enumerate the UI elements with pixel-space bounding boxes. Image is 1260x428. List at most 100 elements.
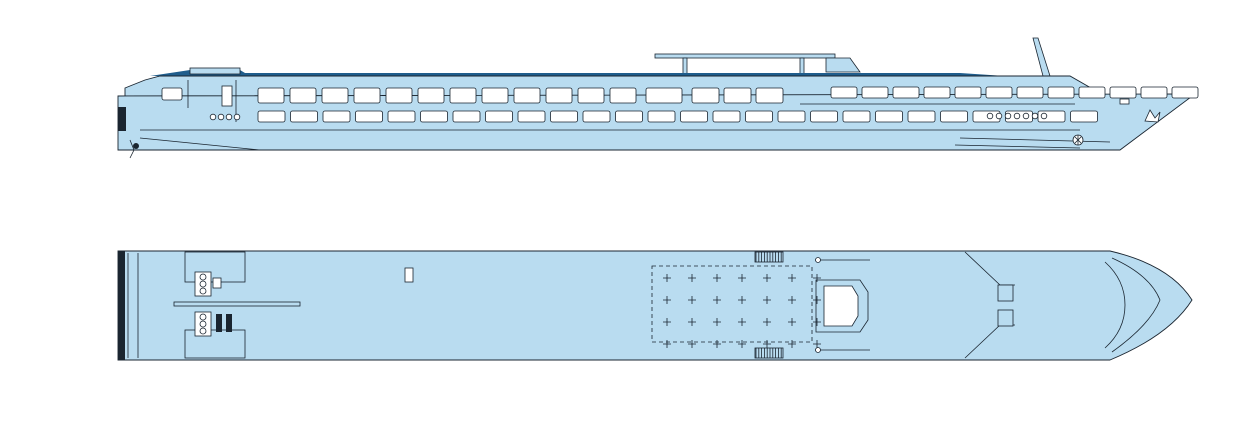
lower-deck-windows <box>257 110 1098 123</box>
upper-window <box>1140 86 1168 99</box>
lower-window <box>810 110 838 123</box>
upper-window <box>577 87 605 104</box>
lower-window <box>517 110 546 123</box>
grid-outline <box>651 265 813 343</box>
deck-chair <box>788 274 796 282</box>
upper-window <box>257 87 285 104</box>
plan-circle <box>199 313 207 321</box>
mast <box>1032 37 1051 77</box>
lower-window <box>615 110 643 123</box>
lower-window <box>550 110 578 123</box>
plan-dark-block <box>216 314 222 332</box>
lower-window <box>745 110 773 123</box>
plan-bow-inner <box>1111 257 1161 353</box>
deck-chair <box>763 340 771 348</box>
deck-chair <box>688 340 696 348</box>
stern-fender <box>118 107 126 131</box>
upper-window <box>830 86 858 99</box>
plan-stern-fender <box>118 251 125 360</box>
bow-box <box>997 284 1014 302</box>
upper-window <box>1078 86 1106 99</box>
lower-window <box>257 110 286 123</box>
plan-circle <box>199 327 207 335</box>
upper-window <box>289 87 317 104</box>
upper-window <box>609 87 637 104</box>
lower-window <box>355 110 383 123</box>
lower-window <box>582 110 611 123</box>
plan-circle <box>199 320 207 328</box>
upper-window <box>645 87 683 104</box>
gangway-bar <box>173 301 301 307</box>
deck-chair <box>738 318 746 326</box>
upper-window <box>481 87 509 104</box>
lower-window <box>1070 110 1098 123</box>
deck-chair <box>738 274 746 282</box>
awning-post <box>682 57 688 75</box>
top-plan-view <box>117 250 1193 361</box>
lower-window <box>420 110 448 123</box>
upper-window <box>513 87 541 104</box>
upper-window <box>985 86 1013 99</box>
bow-logo-icon <box>1144 109 1161 123</box>
lower-window <box>842 110 871 123</box>
deck-chair <box>663 274 671 282</box>
porthole <box>1022 112 1030 120</box>
upper-window <box>892 86 920 99</box>
deck-chair <box>663 296 671 304</box>
hull-keel-line <box>139 137 261 151</box>
deck-chair <box>788 296 796 304</box>
plan-bow-curve <box>1104 261 1126 349</box>
lower-window <box>647 110 676 123</box>
bow-box <box>997 309 1014 327</box>
plan-circle <box>199 280 207 288</box>
plan-hatch <box>404 267 414 283</box>
deck-chair <box>713 274 721 282</box>
grille-frame <box>754 347 784 359</box>
sun-deck-awning <box>654 53 836 59</box>
deck-chair <box>813 274 821 282</box>
side-elevation-view <box>117 37 1199 159</box>
lower-window <box>907 110 936 123</box>
plan-circle <box>199 287 207 295</box>
upper-window <box>723 87 752 104</box>
upper-window <box>954 86 982 99</box>
hull-bow-line <box>954 144 1081 149</box>
upper-window <box>755 87 784 104</box>
hull-bow-line <box>959 137 1111 143</box>
upper-window <box>1016 86 1044 99</box>
deck-chair <box>788 340 796 348</box>
deck-chair <box>688 318 696 326</box>
deck-chair <box>763 296 771 304</box>
aft-deckhouse-top <box>189 67 241 75</box>
deck-chair <box>663 318 671 326</box>
lower-window <box>485 110 513 123</box>
porthole <box>1040 112 1048 120</box>
porthole <box>1031 112 1039 120</box>
lower-window <box>387 110 416 123</box>
porthole <box>233 113 241 121</box>
plan-pole-cap <box>815 347 821 353</box>
lower-window <box>322 110 351 123</box>
deck-chair <box>763 274 771 282</box>
anchor-icon-cross <box>1074 135 1082 145</box>
upper-window <box>1171 86 1199 99</box>
lower-window <box>875 110 903 123</box>
upper-window <box>545 87 573 104</box>
plan-box <box>212 277 222 289</box>
aft-stair-box <box>184 329 246 359</box>
aft-door <box>221 85 233 107</box>
aft-window <box>161 87 183 101</box>
deck-chair <box>688 274 696 282</box>
deck-chair <box>663 340 671 348</box>
upper-window <box>353 87 381 104</box>
deck-chair <box>813 296 821 304</box>
deck-chair <box>813 318 821 326</box>
upper-window <box>321 87 349 104</box>
porthole <box>1004 112 1012 120</box>
stair-grille-top <box>754 251 784 263</box>
awning-post <box>799 57 805 75</box>
awning-wheelhouse-cover <box>825 57 861 73</box>
lower-window <box>290 110 318 123</box>
